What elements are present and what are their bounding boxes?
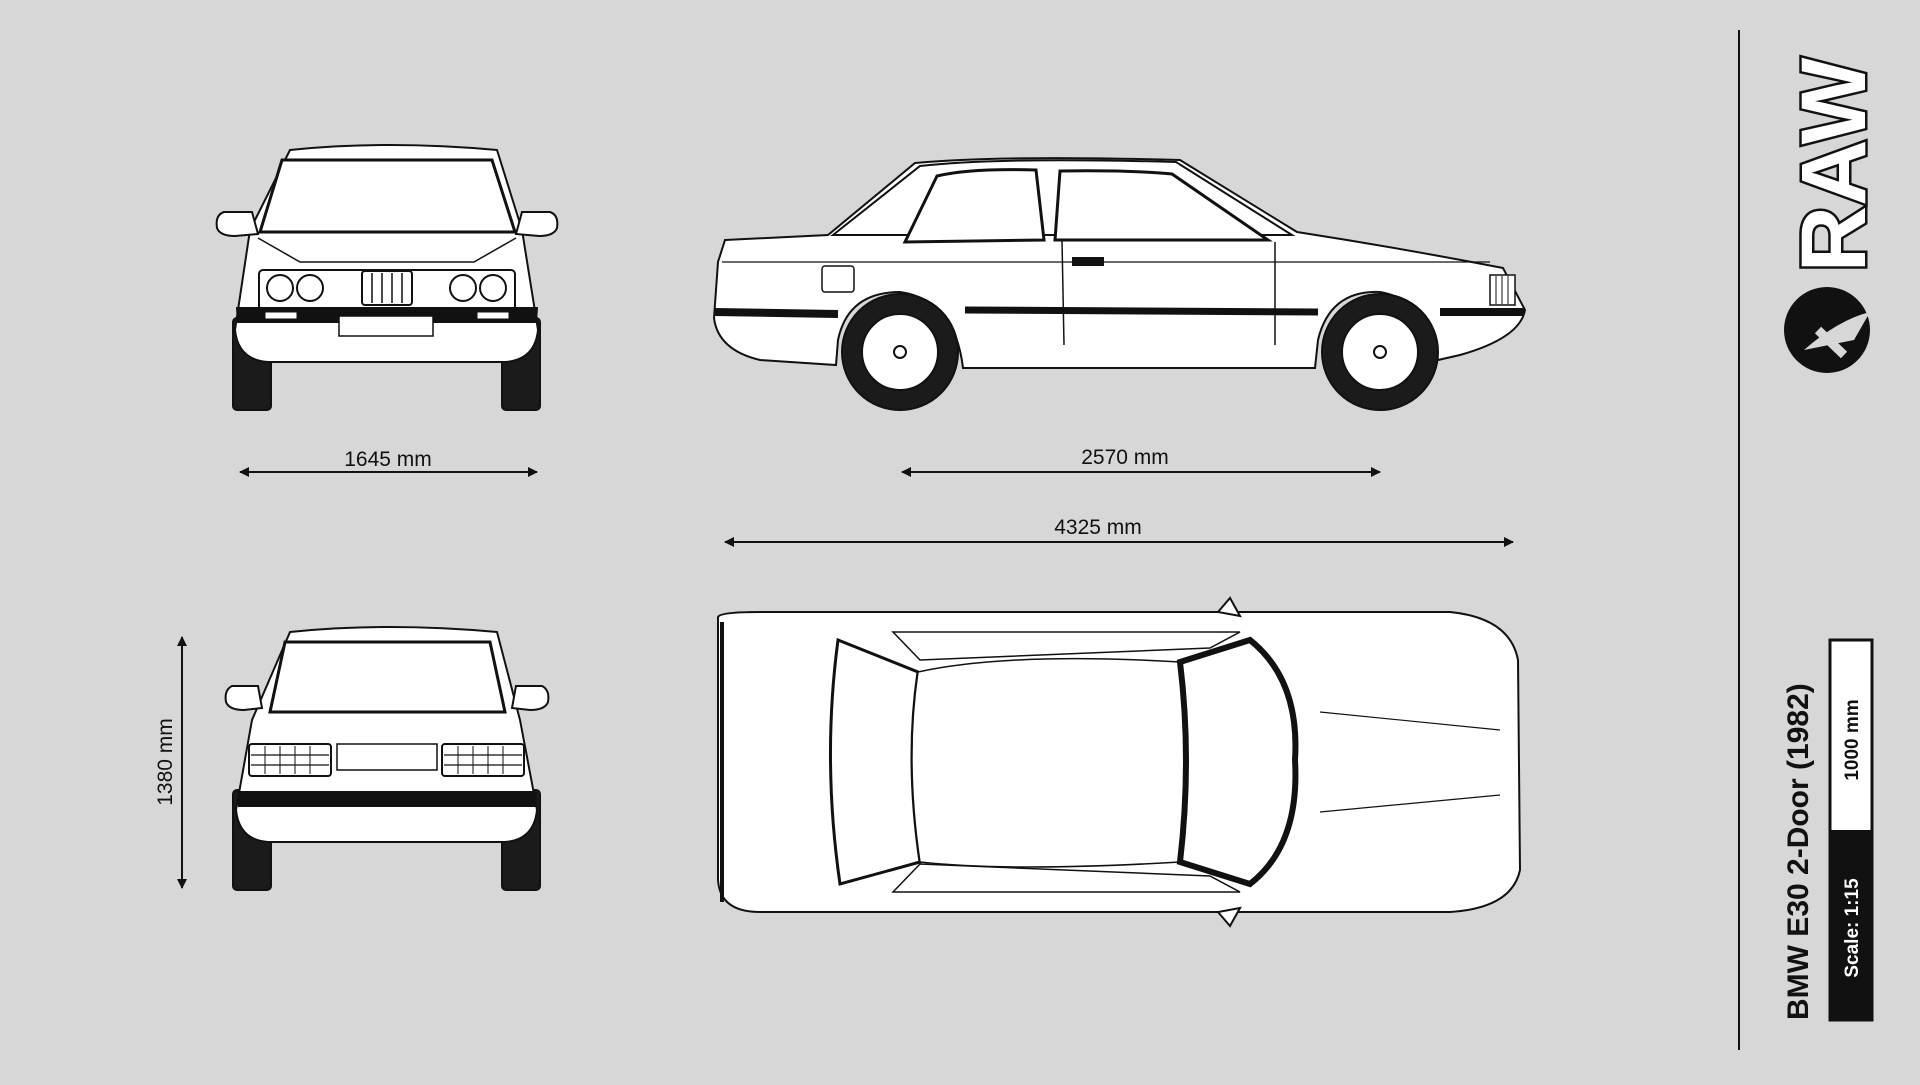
front-wheel xyxy=(841,293,959,411)
scale-label: Scale: 1:15 xyxy=(1842,878,1863,978)
side-view xyxy=(712,157,1527,411)
dimension-lines xyxy=(177,467,1514,889)
brand-logo-icon xyxy=(1784,287,1870,373)
top-view xyxy=(717,596,1522,928)
scale-bar: Scale: 1:15 1000 mm xyxy=(1828,638,1874,1022)
brand-logo-text: RAW xyxy=(1783,58,1885,273)
track-width-label: 1645 mm xyxy=(344,448,432,471)
front-view xyxy=(215,144,559,411)
rear-wheel xyxy=(1321,293,1439,411)
wheelbase-label: 2570 mm xyxy=(1081,446,1169,469)
height-label: 1380 mm xyxy=(154,718,177,806)
scale-bar-label: 1000 mm xyxy=(1842,699,1863,780)
overall-length-label: 4325 mm xyxy=(1054,516,1142,539)
rear-view xyxy=(224,626,550,891)
model-title: BMW E30 2-Door (1982) xyxy=(1782,683,1815,1020)
